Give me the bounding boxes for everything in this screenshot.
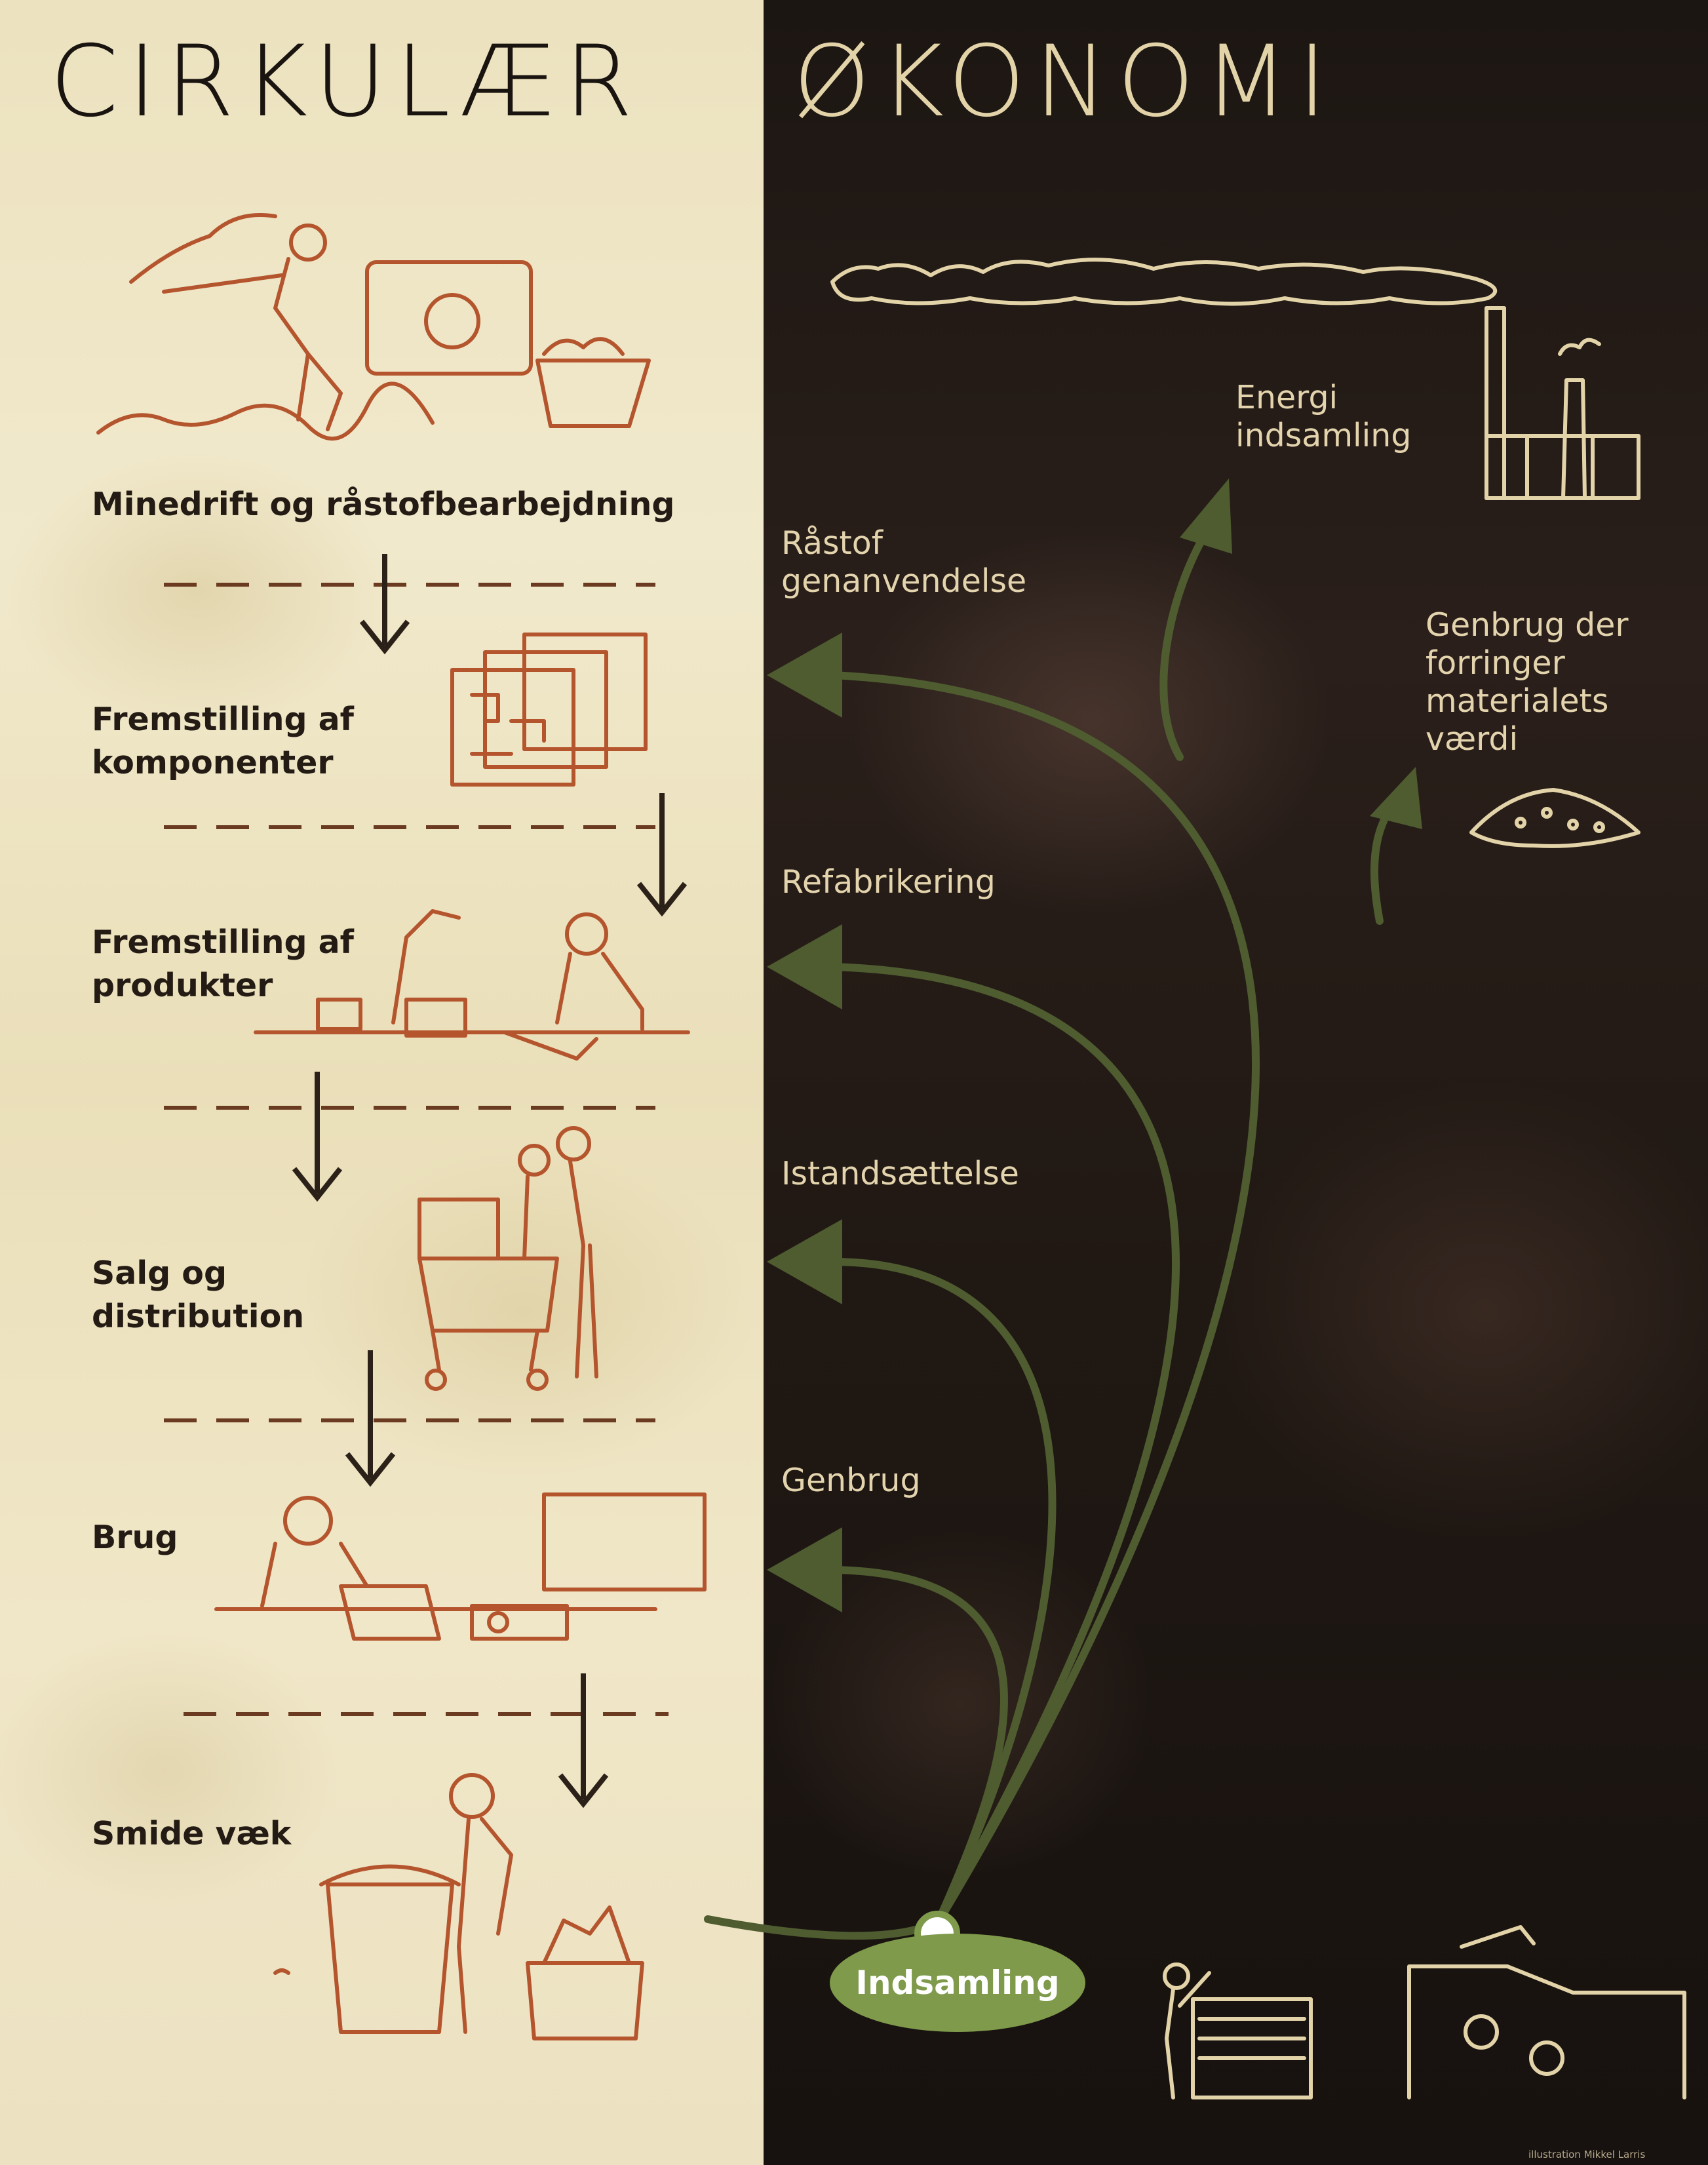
title-left-word: CIRKULÆR [50,25,642,139]
circular-economy-panel [764,0,1708,2165]
path-label-energy: Energi indsamling [1235,379,1411,455]
stage-label-mining-line: Minedrift og råstofbearbejdning [92,486,675,523]
illustration-credit: illustration Mikkel Larris [1528,2149,1646,2160]
stage-label-mining: Minedrift og råstofbearbejdning [92,483,674,526]
discard-illustration [273,1773,644,2040]
stage-label-sales-line-2: distribution [92,1298,305,1335]
energy-recovery-arrow-path [1159,514,1220,761]
down-arrow-5 [558,1673,609,1808]
remanufacturing-arrow-head [767,924,842,1009]
stage-label-sales-line-1: Salg og [92,1255,227,1292]
path-label-remanufacturing-line: Refabrikering [781,863,996,901]
reuse-arrow-head [767,1527,842,1612]
stage-label-use: Brug [92,1516,178,1559]
path-label-energy-line-2: indsamling [1235,417,1412,454]
stage-label-discard-line: Smide væk [92,1815,292,1852]
refurbishment-arrow-head [767,1219,842,1304]
down-arrow-1 [359,554,410,655]
path-label-downcycling-line-3: materialets [1426,682,1609,720]
down-arrow-3 [292,1072,343,1202]
stage-label-sales: Salg og distribution [92,1252,304,1338]
mining-illustration [96,213,651,441]
stage-label-components-line-2: komponenter [92,744,334,781]
stage-label-components: Fremstilling af komponenter [92,698,354,785]
path-label-downcycling-line-4: værdi [1426,720,1519,758]
path-label-downcycling: Genbrug der forringer materialets værdi [1426,606,1629,758]
path-label-refurbishment-line: Istandsættelse [781,1155,1019,1192]
stage-label-components-line-1: Fremstilling af [92,701,354,738]
stage-label-products: Fremstilling af produkter [92,921,354,1007]
path-label-downcycling-line-2: forringer [1426,644,1565,682]
path-label-raw-material-line-1: Råstof [781,524,883,562]
remanufacturing-arrow-path [828,963,1180,1928]
stage-label-use-line: Brug [92,1519,178,1556]
shredded-material-illustration [1469,788,1640,848]
stage-label-products-line-1: Fremstilling af [92,924,354,961]
path-label-raw-material-line-2: genanvendelse [781,562,1027,600]
path-label-energy-line-1: Energi [1235,379,1338,416]
refurbishment-arrow-path [828,1258,1057,1928]
path-label-downcycling-line-1: Genbrug der [1426,606,1629,644]
path-label-refurbishment: Istandsættelse [781,1155,1019,1193]
incoming-flow-line [704,1915,938,1940]
path-label-reuse-line: Genbrug [781,1462,921,1499]
circuit-boards-illustration [450,633,648,787]
reuse-arrow-path [828,1566,1008,1928]
downcycling-arrow-head [1370,767,1422,829]
manufacturing-illustration [254,909,690,1061]
recycling-arrow-head [767,633,842,718]
collection-node: Indsamling [830,1934,1085,2032]
path-label-remanufacturing: Refabrikering [781,863,996,901]
collection-facility-illustration [1163,1925,1686,2099]
down-arrow-4 [345,1350,396,1487]
path-label-raw-material: Råstof genanvendelse [781,524,1026,600]
down-arrow-2 [636,793,688,917]
path-label-reuse: Genbrug [781,1462,921,1500]
recycling-arrow-path [828,671,1260,1928]
shopping-illustration [417,1126,598,1391]
cloud-illustration [830,258,1498,306]
factory-illustration [1485,306,1640,500]
energy-recovery-arrow-head [1180,478,1232,554]
stage-label-discard: Smide væk [92,1812,291,1856]
usage-illustration [214,1492,707,1641]
stage-label-products-line-2: produkter [92,967,273,1004]
title-right-word: ØKONOMI [793,25,1336,139]
collection-node-label: Indsamling [855,1964,1060,2002]
